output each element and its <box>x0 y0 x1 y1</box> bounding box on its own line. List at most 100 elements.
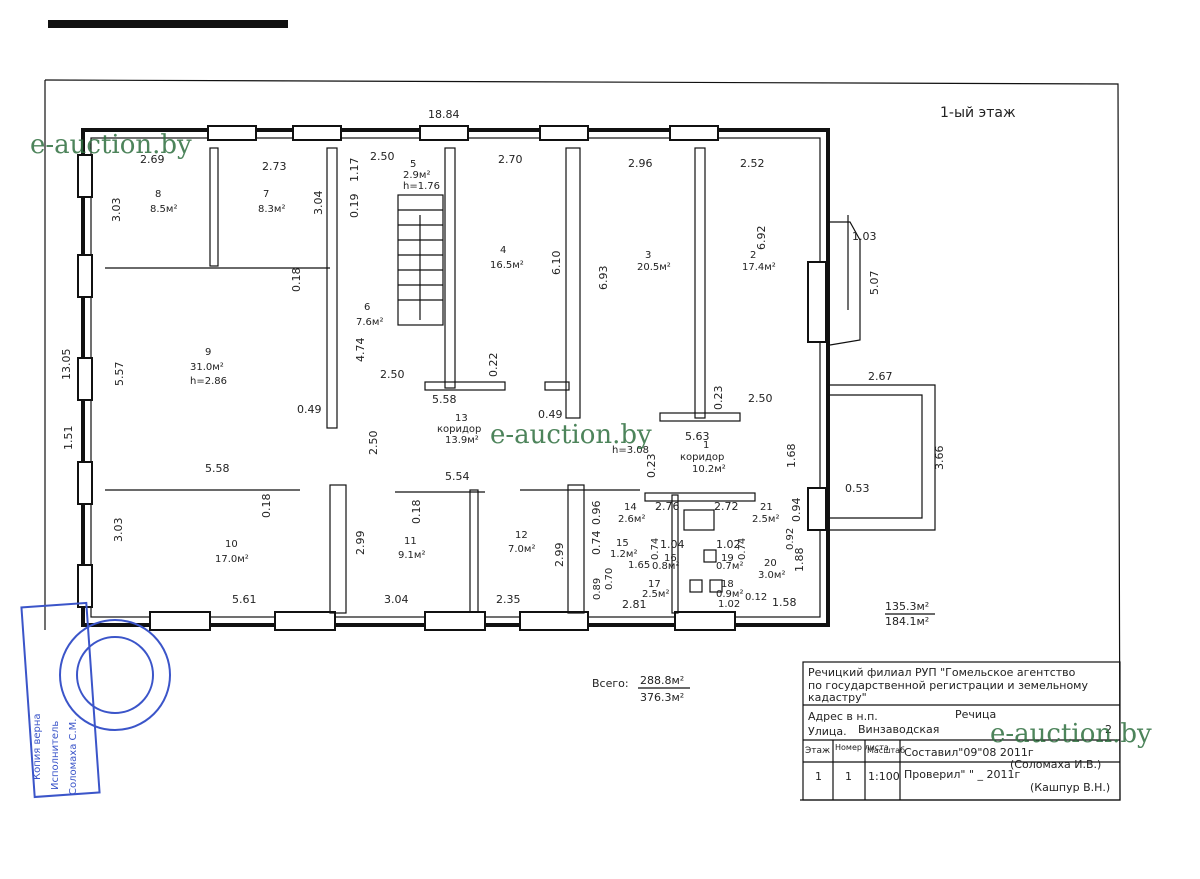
room-number: 16 <box>664 553 677 564</box>
floor-total-area: 184.1м² <box>885 615 929 628</box>
dim-label: 0.18 <box>260 494 273 519</box>
room-area: 31.0м² <box>190 362 224 373</box>
outer-walls <box>77 125 830 631</box>
dim-label: 0.96 <box>590 501 603 526</box>
room-area: 17.4м² <box>742 262 776 273</box>
dim-label: 0.74 <box>650 538 661 560</box>
room-height: h=2.86 <box>190 376 227 387</box>
checked-by: (Кашпур В.Н.) <box>1030 781 1110 794</box>
room-area: 13.9м² <box>445 435 479 446</box>
room-number: 4 <box>500 245 506 256</box>
room-height: h=1.76 <box>403 181 440 192</box>
dim-label: 2.50 <box>370 150 395 163</box>
checked-date: Проверил" " _ 2011г <box>904 768 1020 781</box>
room-area: 0.9м² <box>716 589 743 600</box>
dim-label: 3.03 <box>112 518 125 543</box>
val-sheet: 1 <box>845 770 852 783</box>
dim-label: 1.88 <box>793 548 806 573</box>
room-number: 20 <box>764 558 777 569</box>
title-block: Речицкий филиал РУП "Гомельское агентств… <box>802 661 1121 801</box>
compiled-by: (Соломаха И.В.) <box>1010 758 1101 771</box>
dim-label: 5.61 <box>232 593 257 606</box>
dim-label: 2.50 <box>367 431 380 456</box>
dim-label: 0.18 <box>290 268 303 293</box>
room-number: 18 <box>721 579 734 590</box>
room-number: 10 <box>225 539 238 550</box>
col-sheet: Номер листа <box>835 743 889 752</box>
dim-label: 1.17 <box>348 158 361 183</box>
all-label: Всего: <box>592 677 629 690</box>
watermark: e-auction.by <box>30 130 192 160</box>
dim-label: 0.49 <box>297 403 322 416</box>
room-number: 21 <box>760 502 773 513</box>
room-labels: 8 8.5м² 7 8.3м² 5 2.9м² h=1.76 4 16.5м² … <box>150 159 785 600</box>
room-number: 11 <box>404 536 417 547</box>
address-label: Адрес в н.п. <box>808 710 878 723</box>
room-area: 1.2м² <box>610 549 637 560</box>
dim-label: 0.49 <box>538 408 563 421</box>
dim-label: 0.74 <box>737 538 748 560</box>
room-area: 2.9м² <box>403 170 430 181</box>
dim-label: 0.74 <box>590 531 603 556</box>
room-name: коридор <box>437 424 481 435</box>
dim-label: 2.50 <box>380 368 405 381</box>
all-total-area: 376.3м² <box>640 691 684 704</box>
room-area: 10.2м² <box>692 464 726 475</box>
dim-label: 0.89 <box>592 578 603 600</box>
scan-edge-top <box>48 20 288 28</box>
dim-label: 0.19 <box>348 194 361 219</box>
dim-label: 2.96 <box>628 157 653 170</box>
dim-label: 3.03 <box>110 198 123 223</box>
stamp-line: Соломаха С.М. <box>68 719 79 795</box>
dim-label: 3.04 <box>384 593 409 606</box>
room-number: 1 <box>703 440 709 451</box>
dim-label: 0.70 <box>604 568 615 590</box>
dim-label: 1.68 <box>785 444 798 469</box>
org-line: Речицкий филиал РУП "Гомельское агентств… <box>808 666 1076 679</box>
room-area: 20.5м² <box>637 262 671 273</box>
dim-label: 2.50 <box>748 392 773 405</box>
room-number: 5 <box>410 159 416 170</box>
dim-label: 5.58 <box>432 393 457 406</box>
room-area: 2.5м² <box>752 514 779 525</box>
watermark: e-auction.by <box>990 719 1152 749</box>
room-area: 2.5м² <box>642 589 669 600</box>
room-number: 12 <box>515 530 528 541</box>
col-floor: Этаж <box>805 746 830 756</box>
street-value: Винзаводская <box>858 723 939 736</box>
dim-label: 5.63 <box>685 430 710 443</box>
org-line: кадастру" <box>808 691 867 704</box>
street-label: Улица. <box>808 725 847 738</box>
dim-label: 4.74 <box>354 338 367 363</box>
dim-label: 0.18 <box>410 500 423 525</box>
room-number: 15 <box>616 538 629 549</box>
dim-label: 2.76 <box>655 500 680 513</box>
room-area: 0.8м² <box>652 561 679 572</box>
stamp-line: Копия верна <box>32 713 43 780</box>
dim-stair-width: 1.03 <box>852 230 877 243</box>
dim-label: 2.99 <box>354 531 367 556</box>
dim-label: 0.94 <box>790 498 803 523</box>
interior-dimensions: 2.69 2.73 2.50 1.17 2.70 2.96 2.52 3.03 … <box>110 150 806 611</box>
floor-label: 1-ый этаж <box>940 105 1016 121</box>
room-area: 2.6м² <box>618 514 645 525</box>
dim-label: 2.81 <box>622 598 647 611</box>
interior-walls <box>105 147 936 614</box>
all-main-area: 288.8м² <box>640 674 684 687</box>
room-number: 19 <box>721 553 734 564</box>
dim-label: 6.10 <box>550 251 563 276</box>
room-number: 13 <box>455 413 468 424</box>
room-area: 7.0м² <box>508 544 535 555</box>
col-scale: Масштаб <box>867 746 905 755</box>
room-area: 7.6м² <box>356 317 383 328</box>
dim-right-a: 5.07 <box>868 271 881 296</box>
watermark: e-auction.by <box>490 420 652 450</box>
dim-label: 0.23 <box>712 386 725 411</box>
dim-label: 6.93 <box>597 266 610 291</box>
val-scale: 1:100 <box>868 770 900 783</box>
dim-porch-depth: 0.53 <box>845 482 870 495</box>
dim-label: 2.70 <box>498 153 523 166</box>
stamp-line: Исполнитель <box>50 721 61 790</box>
